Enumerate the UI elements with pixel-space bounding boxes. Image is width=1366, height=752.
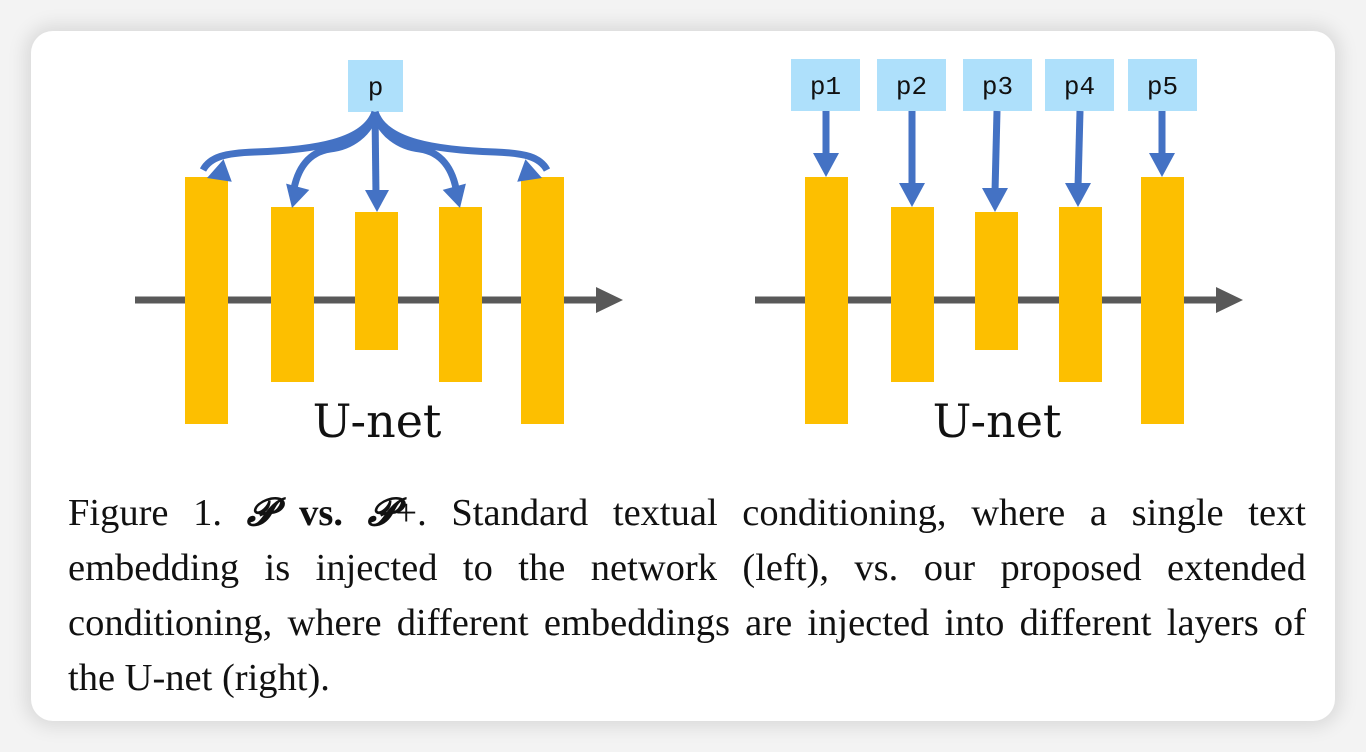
embedding-label-p5: p5: [1147, 72, 1178, 102]
embedding-label-p2: p2: [896, 72, 927, 102]
embedding-box-p2: [877, 59, 946, 111]
injection-arrow-2: [289, 111, 379, 195]
injection-arrow-p3: [991, 110, 1001, 193]
arrowhead-icon-p2: [899, 183, 925, 207]
unet-layer-3: [975, 212, 1018, 350]
injection-arrow-5: [371, 110, 551, 172]
arrowhead-icon-5: [517, 159, 542, 182]
caption-body: Standard textual conditioning, where a s…: [68, 492, 1306, 699]
embedding-label: p: [368, 73, 384, 103]
unet-layer-1: [805, 177, 848, 424]
axis-arrow-icon: [1216, 287, 1243, 313]
unet-layer-2: [891, 207, 934, 382]
unet-layer-4: [1059, 207, 1102, 382]
injection-arrow-1: [199, 110, 379, 172]
symbol-p: 𝓟: [246, 490, 275, 535]
unet-layer-3: [355, 212, 398, 350]
axis-arrow-icon: [596, 287, 623, 313]
right-diagram: U-net p1 p2 p3 p4 p5: [755, 59, 1243, 448]
embedding-label-p3: p3: [982, 72, 1013, 102]
embedding-box-p3: [963, 59, 1032, 111]
unet-label: U-net: [933, 394, 1062, 448]
figure-caption: Figure 1. 𝓟 vs. 𝓟+. Standard textual con…: [68, 485, 1306, 706]
caption-vs: vs.: [274, 492, 368, 534]
embedding-box-p: [348, 60, 403, 112]
arrowhead-icon-3: [365, 190, 389, 212]
left-diagram: U-net p: [135, 60, 623, 448]
embedding-label-p4: p4: [1064, 72, 1095, 102]
arrowhead-icon-p5: [1149, 153, 1175, 177]
unet-layer-4: [439, 207, 482, 382]
unet-layer-5: [1141, 177, 1184, 424]
arrowhead-icon-p3: [982, 188, 1008, 212]
symbol-plus: +: [395, 492, 418, 534]
symbol-p-plus: 𝓟: [367, 490, 396, 535]
arrowhead-icon-2: [286, 183, 310, 208]
arrowhead-icon-p4: [1065, 183, 1091, 207]
unet-layer-2: [271, 207, 314, 382]
injection-arrow-p4: [1074, 110, 1084, 188]
unet-label: U-net: [313, 394, 442, 448]
embedding-box-p1: [791, 59, 860, 111]
figure-card: [31, 31, 1335, 721]
caption-period: .: [417, 492, 427, 534]
injection-arrow-3: [371, 111, 380, 197]
arrowhead-icon-1: [207, 159, 232, 182]
unet-layer-1: [185, 177, 228, 424]
arrowhead-icon-p1: [813, 153, 839, 177]
embedding-label-p1: p1: [810, 72, 841, 102]
arrowhead-icon-4: [442, 183, 466, 208]
embedding-box-p5: [1128, 59, 1197, 111]
figure-label: Figure 1.: [68, 492, 223, 534]
unet-layer-5: [521, 177, 564, 424]
embedding-box-p4: [1045, 59, 1114, 111]
